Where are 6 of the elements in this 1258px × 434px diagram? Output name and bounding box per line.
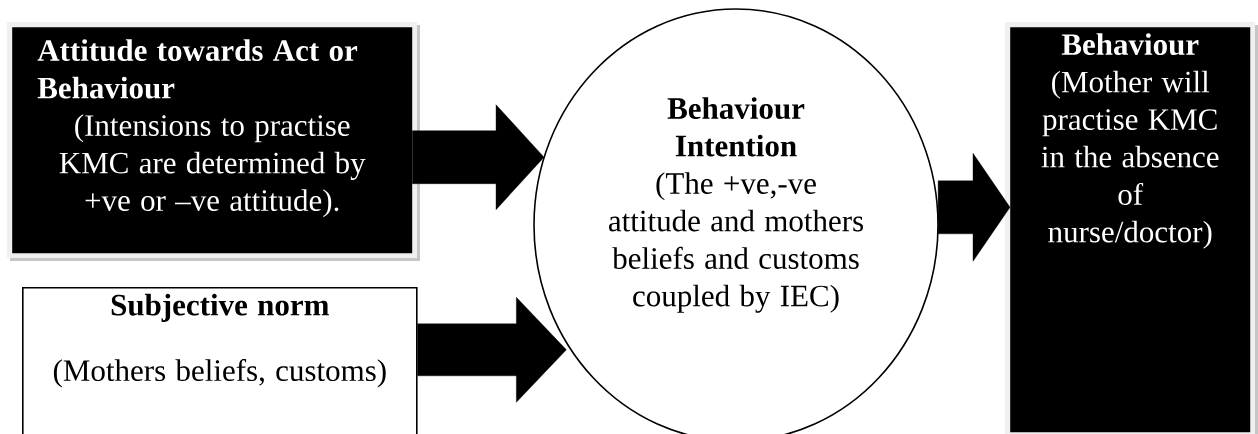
- block-arrow: [417, 297, 567, 403]
- concept-box: Attitude towards Act or Behaviour (Intensions to practise KMC are determined by +ve or –ve attitude).: [7, 22, 420, 261]
- concept-box: Subjective norm (Mothers beliefs, customs): [22, 287, 418, 434]
- block-arrow: [412, 104, 545, 210]
- block-arrow: [937, 153, 1011, 262]
- outcome-box: Behaviour (Mother will practise KMC in the absence of nurse/doctor): [1005, 22, 1258, 434]
